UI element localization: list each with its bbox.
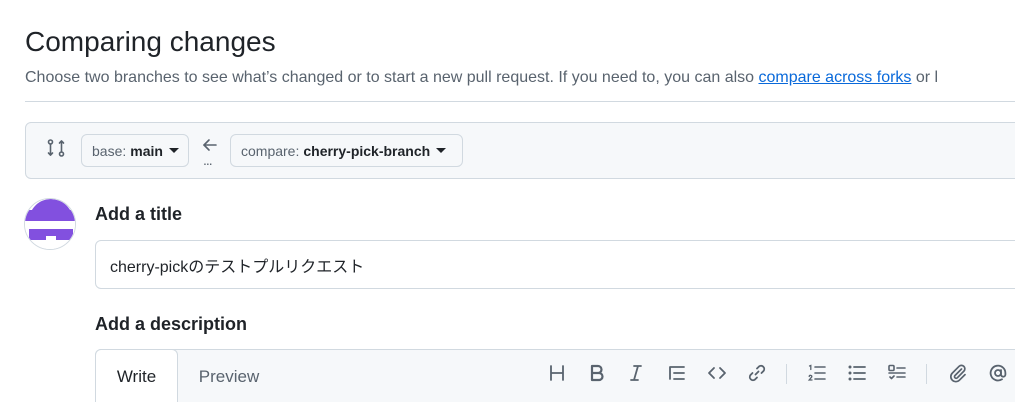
caret-down-icon (436, 148, 447, 153)
identicon-icon (25, 199, 75, 249)
toolbar-divider (786, 364, 787, 384)
header-divider (25, 101, 1015, 102)
link-icon[interactable] (746, 362, 768, 384)
ordered-list-icon[interactable] (806, 362, 828, 384)
avatar[interactable] (24, 198, 76, 250)
heading-icon[interactable] (546, 362, 568, 384)
subtitle-tail: or l (911, 69, 939, 86)
base-branch-select[interactable]: base: main (81, 134, 189, 167)
toolbar-divider (926, 364, 927, 384)
tab-preview[interactable]: Preview (198, 366, 260, 386)
title-input[interactable] (95, 240, 1015, 289)
compare-branch-name: cherry-pick-branch (303, 142, 431, 159)
attach-icon[interactable] (947, 362, 969, 384)
base-prefix: base: (92, 142, 127, 159)
page-title: Comparing changes (25, 26, 276, 57)
description-label: Add a description (95, 314, 248, 334)
branch-range-bar (25, 122, 1015, 179)
compare-prefix: compare: (241, 142, 300, 159)
tab-write[interactable]: Write (95, 349, 178, 402)
unordered-list-icon[interactable] (846, 362, 868, 384)
range-dots: ... (203, 152, 213, 168)
compare-across-forks-link[interactable]: compare across forks (758, 69, 912, 86)
editor-header (95, 349, 1015, 402)
arrow-left-icon (203, 139, 217, 151)
compare-branch-select[interactable]: compare: cherry-pick-branch (230, 134, 463, 167)
italic-icon[interactable] (625, 362, 647, 384)
quote-icon[interactable] (666, 362, 688, 384)
mention-icon[interactable] (987, 362, 1009, 384)
subtitle-text: Choose two branches to see what’s change… (25, 69, 759, 86)
title-label: Add a title (95, 204, 183, 224)
caret-down-icon (168, 148, 179, 153)
page-subtitle: Choose two branches to see what’s change… (25, 69, 938, 87)
git-compare-icon (47, 139, 65, 157)
task-list-icon[interactable] (886, 362, 908, 384)
base-branch-name: main (130, 142, 163, 159)
bold-icon[interactable] (586, 362, 608, 384)
code-icon[interactable] (706, 362, 728, 384)
